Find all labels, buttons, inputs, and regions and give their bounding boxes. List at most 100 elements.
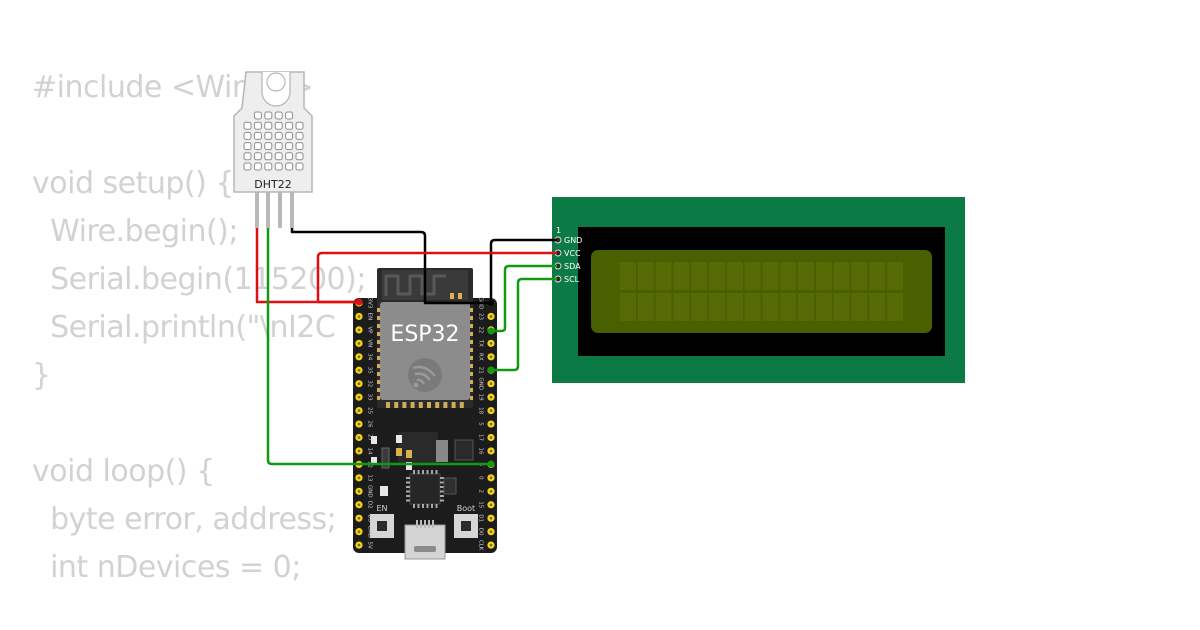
wire-dht-gnd[interactable] (290, 228, 488, 305)
module-pad (470, 372, 473, 376)
header-pin-hole (357, 342, 361, 345)
wire-joint (487, 327, 495, 335)
chip-leg (440, 490, 444, 493)
lcd-char-cell (780, 293, 797, 321)
grille-slot (295, 131, 304, 140)
header-pin-hole (489, 476, 493, 480)
pin-label: 27 (367, 434, 373, 441)
wire-joint (487, 299, 495, 307)
smd-part (380, 486, 388, 496)
pin-label: 34 (367, 353, 373, 360)
module-pad (427, 402, 431, 408)
lcd-char-cell (620, 262, 636, 290)
module-pad (394, 402, 399, 408)
module-pad (470, 356, 473, 360)
header-pin-hole (357, 449, 361, 453)
module-pad (470, 340, 473, 344)
micro-usb-port[interactable] (404, 524, 446, 560)
chip-leg (440, 486, 444, 488)
header-pin-hole (489, 543, 493, 547)
lcd-char-cell (655, 293, 672, 321)
smd-part (406, 450, 412, 458)
grille-slot (274, 111, 283, 120)
pin-label: D1 (478, 514, 484, 522)
usb-uart-chip (409, 473, 441, 505)
pin-label: EN (367, 313, 373, 321)
pin-label: 5 (478, 422, 484, 426)
pin-label: TX (478, 339, 484, 347)
code-line: Wire.begin(); (32, 214, 238, 249)
grille-slot (253, 142, 262, 151)
wire-lcd-vcc[interactable] (316, 251, 557, 304)
lcd-char-cell (655, 262, 672, 290)
grille-slot (243, 152, 252, 161)
header-pin-hole (489, 315, 493, 318)
wire-dht-vcc[interactable] (255, 228, 359, 304)
module-pad (402, 402, 407, 408)
wire-lcd-sda[interactable] (491, 264, 557, 333)
pin-label: 25 (367, 407, 373, 414)
grille-slot (253, 152, 262, 161)
module-pad (470, 364, 473, 368)
pin-label: 21 (478, 367, 484, 374)
grille-slot (264, 152, 273, 161)
module-castellations (377, 308, 473, 408)
dht22-grille (243, 111, 304, 171)
espressif-logo-icon (408, 358, 442, 392)
header-pin-hole (357, 490, 361, 493)
lcd-char-cell (709, 293, 725, 321)
header-pin-hole (357, 543, 361, 547)
module-pad (450, 293, 454, 299)
lcd-char-cell (691, 262, 708, 290)
header-pin-hole (489, 516, 493, 520)
pin-label: 2 (478, 490, 484, 494)
wire-joint (487, 460, 495, 468)
en-button-label: EN (376, 504, 387, 513)
usb-contact (424, 520, 426, 528)
grille-slot (264, 111, 273, 120)
grille-slot (285, 111, 294, 120)
pin-label: 0 (478, 476, 484, 480)
lcd-char-cell (851, 262, 868, 290)
wires (255, 228, 557, 466)
chip-leg (440, 477, 444, 479)
chip-leg (422, 504, 424, 508)
module-pad (470, 388, 473, 392)
header-pin-hole (489, 503, 493, 507)
pin-label: D0 (478, 528, 484, 536)
lcd-char-cell (744, 293, 761, 321)
lcd-char-cell (709, 262, 725, 290)
module-pad (470, 348, 473, 352)
module-pad (451, 402, 456, 408)
lcd-char-cell (869, 262, 886, 290)
smd-part (406, 462, 412, 470)
grille-slot (285, 131, 294, 140)
dht22-body (233, 71, 313, 193)
dht22-sensor[interactable]: DHT22 (233, 71, 313, 228)
grille-slot (295, 162, 304, 171)
wire-lcd-gnd[interactable] (489, 238, 557, 303)
header-pin-hole (357, 436, 361, 439)
module-pad (377, 364, 380, 368)
wire-lcd-scl[interactable] (491, 277, 557, 372)
dht22-hole-icon (266, 72, 286, 92)
header-pin-hole (357, 422, 361, 426)
lcd-char-cell (851, 293, 868, 321)
lcd-char-cell (887, 262, 903, 290)
wire-joint (487, 366, 495, 374)
lcd-char-cell (833, 262, 850, 290)
chip-leg (406, 486, 410, 488)
pin-label: 3V3 (367, 298, 373, 309)
module-pad (386, 402, 390, 408)
module-pad (470, 396, 473, 400)
wire-dht-data[interactable] (266, 228, 491, 466)
pin-label: 17 (478, 434, 484, 441)
grille-slot (274, 142, 283, 151)
smd-part (381, 447, 390, 469)
esp32-board[interactable]: ESP32 EN Boot 3V3 (353, 268, 497, 560)
header-pin-hole (489, 449, 493, 453)
code-line: } (32, 358, 51, 393)
pin-label: VN (367, 339, 373, 347)
grille-slot (243, 142, 252, 151)
